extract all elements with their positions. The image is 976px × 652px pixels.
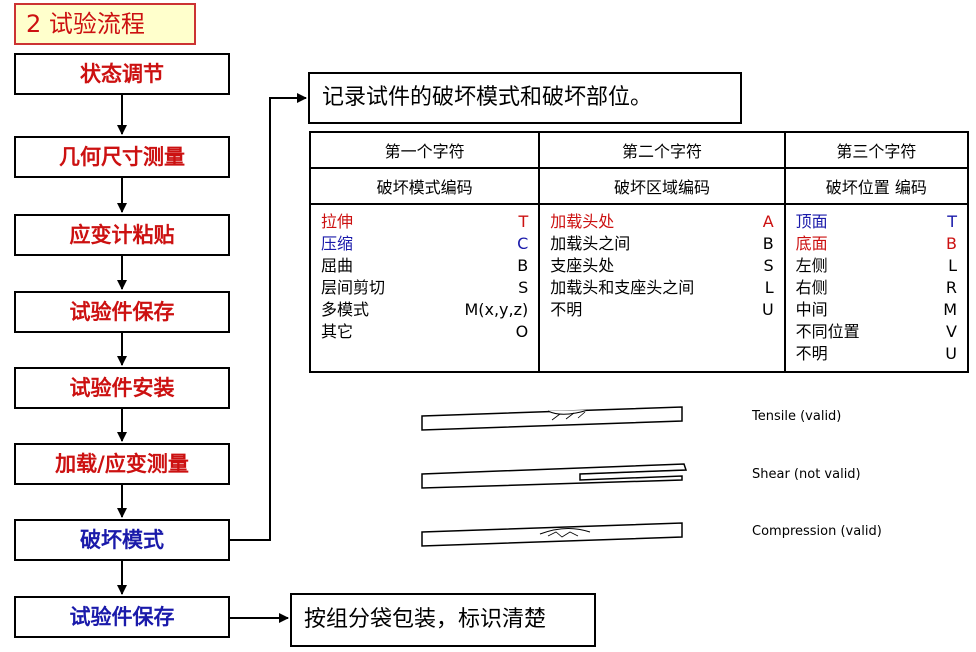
code-row: 不同位置 V xyxy=(796,321,957,343)
code-letter: S xyxy=(763,256,774,275)
code-letter: L xyxy=(948,256,957,275)
table-body-row: 拉伸 T 压缩 C 屈曲 B 层间剪切 S 多模式 M(x,y,z) 其它 O 加载头处 A … xyxy=(308,203,970,373)
table-header-row: 第一个字符 第二个字符 第三个字符 xyxy=(308,131,970,169)
code-letter: O xyxy=(515,322,529,341)
code-row: 加载头处 A xyxy=(550,211,773,233)
header-third-char: 第三个字符 xyxy=(783,131,970,169)
code-letter: C xyxy=(517,234,529,253)
code-name: 压缩 xyxy=(321,234,354,253)
code-letter: T xyxy=(947,212,957,231)
code-name: 支座头处 xyxy=(550,256,615,275)
failure-location-codes: 顶面 T 底面 B 左侧 L 右侧 R 中间 M 不同位置 V 不明 U xyxy=(783,203,970,373)
code-letter: B xyxy=(946,234,957,253)
code-name: 中间 xyxy=(795,300,828,319)
code-name: 加载头处 xyxy=(550,212,615,231)
code-name: 不明 xyxy=(795,344,828,363)
code-row: 不明 U xyxy=(550,299,773,321)
code-letter: U xyxy=(945,344,957,363)
tensile-specimen-sketch xyxy=(421,406,683,431)
step-strain-gauge-bonding: 应变计粘贴 xyxy=(14,214,230,256)
code-letter: T xyxy=(518,212,529,231)
tensile-label: Tensile (valid) xyxy=(752,409,842,424)
step-geometry-measurement: 几何尺寸测量 xyxy=(14,136,230,178)
step-conditioning: 状态调节 xyxy=(14,53,230,95)
code-letter: A xyxy=(762,212,774,231)
header-mode-code: 破坏模式编码 xyxy=(308,167,541,205)
code-name: 层间剪切 xyxy=(321,278,386,297)
failure-code-table: 第一个字符 第二个字符 第三个字符 破坏模式编码 破坏区域编码 破坏位置 编码 … xyxy=(308,131,970,373)
code-row: 左侧 L xyxy=(796,255,957,277)
code-row: 加载头和支座头之间 L xyxy=(550,277,773,299)
code-letter: S xyxy=(518,278,529,297)
code-row: 多模式 M(x,y,z) xyxy=(321,299,528,321)
code-row: 屈曲 B xyxy=(321,255,528,277)
table-subheader-row: 破坏模式编码 破坏区域编码 破坏位置 编码 xyxy=(308,167,970,205)
code-row: 加载头之间 B xyxy=(550,233,773,255)
code-name: 不明 xyxy=(550,300,583,319)
code-name: 加载头和支座头之间 xyxy=(550,278,695,297)
storage-note: 按组分袋包装，标识清楚 xyxy=(290,593,596,647)
code-row: 不明 U xyxy=(796,343,957,365)
code-name: 顶面 xyxy=(795,212,828,231)
code-name: 多模式 xyxy=(321,300,370,319)
code-row: 拉伸 T xyxy=(321,211,528,233)
compression-specimen-sketch xyxy=(421,522,683,547)
header-first-char: 第一个字符 xyxy=(308,131,541,169)
code-letter: M(x,y,z) xyxy=(464,300,529,319)
code-name: 左侧 xyxy=(795,256,828,275)
slide-title: 2 试验流程 xyxy=(14,3,196,45)
failure-note-connector xyxy=(230,93,307,541)
code-row: 压缩 C xyxy=(321,233,528,255)
header-location-code: 破坏位置 编码 xyxy=(783,167,970,205)
code-row: 中间 M xyxy=(796,299,957,321)
step-failure-mode: 破坏模式 xyxy=(14,519,230,561)
step-loading-strain-measurement: 加载/应变测量 xyxy=(14,443,230,485)
step-specimen-storage-final: 试验件保存 xyxy=(14,596,230,638)
step-specimen-installation: 试验件安装 xyxy=(14,367,230,409)
specimen-sketches xyxy=(421,406,688,547)
code-letter: U xyxy=(761,300,774,319)
code-name: 加载头之间 xyxy=(550,234,631,253)
code-row: 支座头处 S xyxy=(550,255,773,277)
code-row: 层间剪切 S xyxy=(321,277,528,299)
code-row: 底面 B xyxy=(796,233,957,255)
code-name: 拉伸 xyxy=(321,212,354,231)
failure-area-codes: 加载头处 A 加载头之间 B 支座头处 S 加载头和支座头之间 L 不明 U xyxy=(538,203,786,373)
header-area-code: 破坏区域编码 xyxy=(538,167,786,205)
code-letter: L xyxy=(764,278,774,297)
code-letter: R xyxy=(945,278,957,297)
shear-specimen-sketch xyxy=(421,463,688,489)
code-letter: V xyxy=(946,322,957,341)
compression-label: Compression (valid) xyxy=(752,524,882,539)
step-specimen-storage: 试验件保存 xyxy=(14,291,230,333)
code-letter: B xyxy=(517,256,529,275)
code-letter: B xyxy=(762,234,774,253)
code-row: 其它 O xyxy=(321,321,528,343)
flow-arrows xyxy=(117,93,307,623)
failure-mode-codes: 拉伸 T 压缩 C 屈曲 B 层间剪切 S 多模式 M(x,y,z) 其它 O xyxy=(308,203,541,373)
code-row: 顶面 T xyxy=(796,211,957,233)
code-name: 屈曲 xyxy=(321,256,354,275)
code-name: 其它 xyxy=(321,322,354,341)
code-name: 底面 xyxy=(795,234,828,253)
code-row: 右侧 R xyxy=(796,277,957,299)
code-name: 右侧 xyxy=(795,278,828,297)
failure-record-note: 记录试件的破坏模式和破坏部位。 xyxy=(308,72,742,124)
shear-label: Shear (not valid) xyxy=(752,467,861,482)
code-name: 不同位置 xyxy=(795,322,860,341)
header-second-char: 第二个字符 xyxy=(538,131,786,169)
code-letter: M xyxy=(943,300,957,319)
